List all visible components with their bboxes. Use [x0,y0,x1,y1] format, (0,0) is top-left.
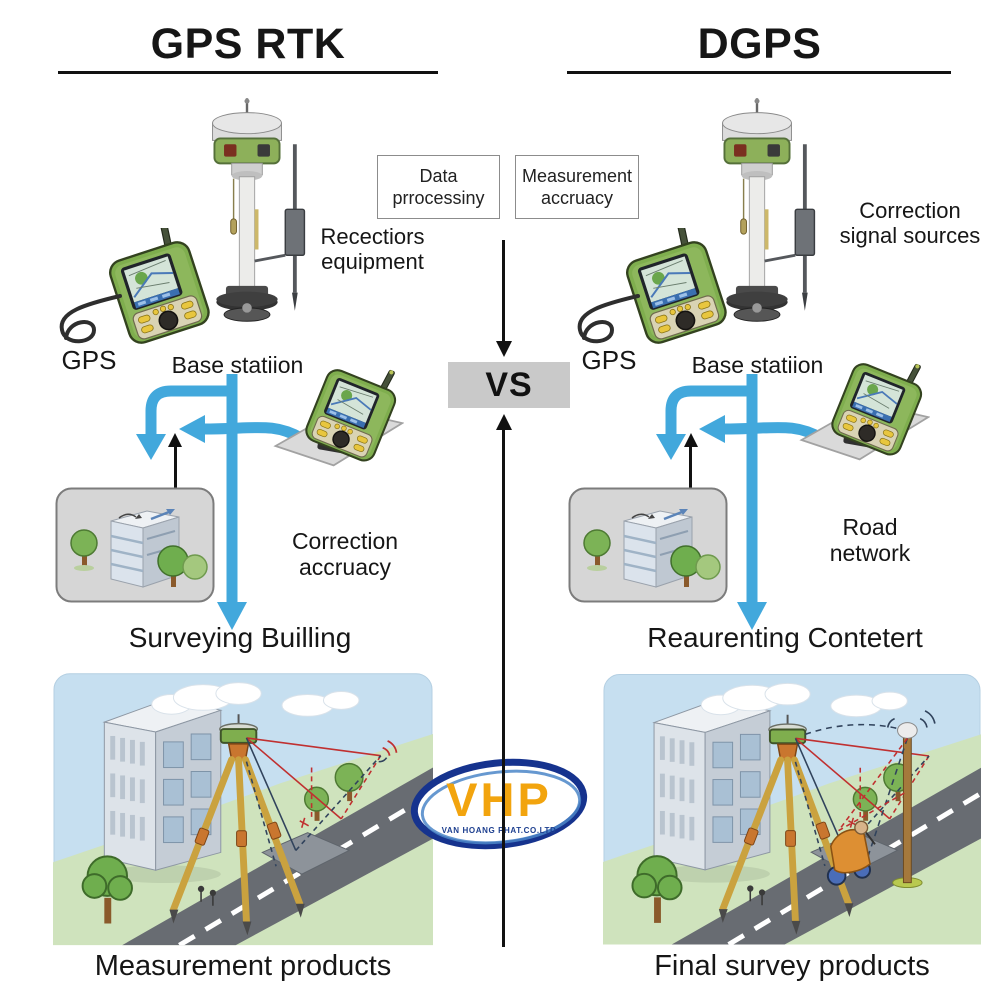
right-subtitle: Reaurenting Contetert [647,622,923,653]
building-map-icon [55,487,215,603]
left-title-underline [58,71,438,74]
left-caption: Measurement products [94,950,392,982]
vhp-logo: VHP VAN HOANG PHAT.CO.LTD [408,758,590,854]
divider-lower-line [502,430,505,947]
right-caption: Final survey products [654,950,930,982]
building-map-icon [568,487,728,603]
right-survey-scene-illustration [603,668,981,950]
right-column-title: DGPS [697,20,822,68]
right-gps-label: GPS [581,345,637,375]
coiled-cable-icon [570,288,646,352]
left-up-arrow-head-icon [168,433,182,447]
rover-controller-on-mat-icon [272,358,404,490]
up-arrow-icon [495,414,512,430]
left-survey-scene-illustration [53,668,433,950]
right-base-station-label: Base statiion [691,352,824,378]
left-equipment-label: Recectiors equipment [320,224,425,275]
data-processing-box: Data prrocessiny [377,155,500,219]
left-correction-label: Correction accruacy [291,528,399,581]
coiled-cable-icon [52,288,128,352]
left-subtitle: Surveying Builling [128,622,352,653]
divider-upper-line [502,240,505,341]
measurement-accuracy-box: Measurement accruacy [515,155,639,219]
right-correction-label: Road network [829,514,911,567]
versus-badge: VS [448,362,570,408]
down-arrow-icon [495,341,512,357]
right-up-arrow-head-icon [683,433,698,447]
right-equipment-label: Correction signal sources [839,198,981,249]
left-base-station-label: Base statiion [171,352,304,378]
right-title-underline [567,71,951,74]
left-column-title: GPS RTK [150,20,346,68]
left-gps-label: GPS [61,345,117,375]
logo-company-name: VAN HOANG PHAT.CO.LTD [441,826,557,835]
rover-controller-on-mat-icon [798,352,930,484]
logo-acronym: VHP [446,773,552,826]
